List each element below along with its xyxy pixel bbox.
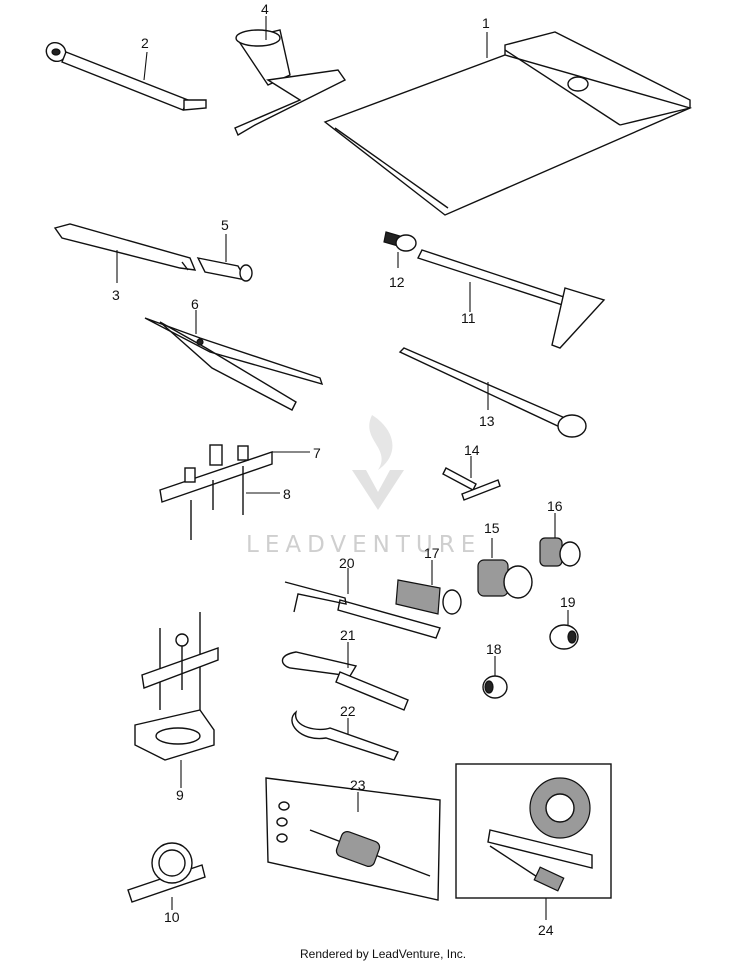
callout-16: 16 — [547, 498, 563, 514]
tool-bag-part: 1 — [323, 15, 693, 216]
shaft-part: 13 — [398, 347, 587, 438]
watermark-text: LEADVENTURE — [246, 532, 481, 558]
callout-10: 10 — [164, 909, 180, 925]
callout-12: 12 — [389, 274, 405, 290]
plug-wrench-part: 4 — [234, 1, 347, 137]
wrench-21-part: 21 — [281, 627, 409, 711]
spanner-part: 3 — [53, 223, 197, 303]
gear-holder-kit-part: 24 — [455, 763, 612, 938]
callout-3: 3 — [112, 287, 120, 303]
callout-4: 4 — [261, 1, 269, 17]
callout-6: 6 — [191, 296, 199, 312]
holder-20-part: 20 — [284, 555, 441, 639]
callout-18: 18 — [486, 641, 502, 657]
callout-2: 2 — [141, 35, 149, 51]
callout-14: 14 — [464, 442, 480, 458]
callout-20: 20 — [339, 555, 355, 571]
callout-7: 7 — [313, 445, 321, 461]
callout-5: 5 — [221, 217, 229, 233]
leadventure-watermark: LEADVENTURE — [246, 415, 481, 558]
driver-15-part: 15 — [477, 520, 533, 599]
callout-9: 9 — [176, 787, 184, 803]
callout-8: 8 — [283, 486, 291, 502]
dial-gauge-part: 10 — [127, 842, 206, 925]
hook-spanner-part: 22 — [291, 703, 399, 761]
t-handle-part: 11 — [417, 249, 606, 349]
callout-24: 24 — [538, 922, 554, 938]
driver-16-part: 16 — [539, 498, 581, 567]
footer-text: Rendered by LeadVenture, Inc. — [300, 947, 466, 961]
collar-19-part: 19 — [549, 594, 579, 650]
socket-part: 5 — [196, 217, 253, 282]
snap-ring-pliers-part: 6 — [144, 296, 324, 411]
puller-part: 7 8 — [159, 444, 321, 540]
callout-17: 17 — [424, 545, 440, 561]
callout-1: 1 — [482, 15, 490, 31]
extension-bar-part: 2 — [45, 35, 207, 111]
callout-15: 15 — [484, 520, 500, 536]
callout-21: 21 — [340, 627, 356, 643]
compressor-fixture-part: 9 — [134, 612, 219, 803]
callout-23: 23 — [350, 777, 366, 793]
adapter-part: 12 — [383, 231, 417, 290]
collar-18-part: 18 — [482, 641, 508, 699]
callout-19: 19 — [560, 594, 576, 610]
callout-22: 22 — [340, 703, 356, 719]
callout-11: 11 — [461, 310, 476, 326]
small-t-tool-part: 14 — [442, 442, 501, 501]
puller-kit-part: 23 — [265, 777, 441, 901]
driver-17-part: 17 — [395, 545, 462, 615]
callout-13: 13 — [479, 413, 495, 429]
